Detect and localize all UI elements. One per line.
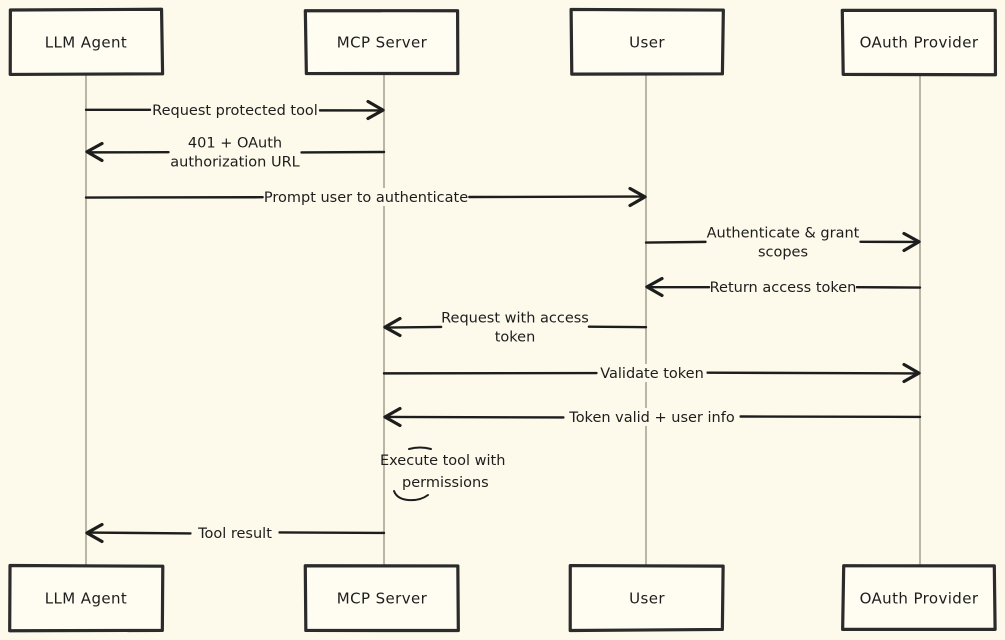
- message-label: Request with access: [441, 311, 589, 327]
- message-label-backdrop: [169, 152, 301, 171]
- message-label: Token valid + user info: [568, 410, 735, 426]
- message-label: Return access token: [710, 280, 857, 296]
- self-note-mcp[interactable]: Execute tool with permissions: [380, 446, 505, 502]
- message-label: scopes: [758, 245, 808, 261]
- message-arrowhead: [383, 406, 402, 428]
- message-shaft: [384, 325, 443, 329]
- participant-box-user-bottom[interactable]: User: [568, 563, 725, 633]
- message-label: 401 + OAuth: [188, 136, 282, 152]
- message-3-llm-to-user[interactable]: Prompt user to authenticate: [84, 186, 647, 208]
- participant-box-mcp-top[interactable]: MCP Server: [303, 9, 460, 76]
- message-label-backdrop: [564, 408, 740, 426]
- message-label-backdrop: [191, 133, 279, 152]
- participant-label-llm: LLM Agent: [45, 590, 127, 608]
- participant-label-oauth: OAuth Provider: [860, 590, 979, 608]
- message-7-mcp-to-oauth[interactable]: Validate token: [382, 362, 921, 384]
- message-shaft: [706, 371, 920, 375]
- message-label: Authenticate & grant: [707, 226, 860, 242]
- participant-boxes-top: LLM Agent MCP Server User OAuth Provider: [8, 7, 998, 77]
- message-arrowhead: [628, 186, 647, 208]
- message-shaft: [644, 240, 707, 244]
- message-label-backdrop: [191, 524, 279, 542]
- self-note-label: Execute tool with: [380, 453, 505, 469]
- message-arrowhead: [85, 141, 104, 163]
- message-5-oauth-to-user[interactable]: Return access token: [645, 276, 922, 298]
- message-label-backdrop: [263, 188, 469, 206]
- message-label: token: [495, 330, 536, 346]
- message-1-llm-to-mcp[interactable]: Request protected tool: [84, 99, 385, 121]
- message-4-user-to-oauth[interactable]: Authenticate & grant scopes: [644, 223, 921, 261]
- message-arrowhead: [383, 316, 402, 338]
- self-note-label: permissions: [402, 475, 489, 491]
- message-9-mcp-to-llm[interactable]: Tool result: [85, 522, 386, 544]
- self-note-mark-top: [408, 446, 432, 450]
- lifelines-layer: [85, 74, 921, 566]
- participant-label-llm: LLM Agent: [45, 34, 127, 52]
- message-label-backdrop: [757, 242, 809, 261]
- message-shaft: [384, 415, 565, 419]
- self-note-mark-bottom: [393, 490, 429, 502]
- message-label-backdrop: [710, 278, 856, 296]
- message-arrowhead: [645, 276, 664, 298]
- participant-label-user: User: [629, 34, 665, 52]
- message-arrowhead: [366, 99, 385, 121]
- message-arrowhead: [902, 362, 921, 384]
- participant-box-llm-bottom[interactable]: LLM Agent: [8, 563, 165, 633]
- participant-box-mcp-bottom[interactable]: MCP Server: [303, 564, 460, 633]
- message-arrowhead: [902, 231, 921, 253]
- message-shaft: [86, 531, 192, 535]
- participant-box-user-top[interactable]: User: [569, 7, 725, 76]
- message-label-backdrop: [442, 308, 588, 327]
- messages-layer: Request protected tool 401 + OAuth authori…: [84, 99, 922, 544]
- message-6-user-to-mcp[interactable]: Request with access token: [383, 308, 648, 346]
- message-label: Validate token: [600, 366, 704, 382]
- participant-label-mcp: MCP Server: [337, 590, 428, 608]
- participant-boxes-bottom: LLM Agent MCP Server User OAuth Provider: [8, 563, 997, 633]
- message-label-backdrop: [493, 327, 537, 346]
- participant-box-oauth-top[interactable]: OAuth Provider: [840, 8, 998, 77]
- message-label: Prompt user to authenticate: [264, 190, 468, 206]
- message-8-oauth-to-mcp[interactable]: Token valid + user info: [383, 406, 922, 428]
- participant-label-user: User: [629, 590, 665, 608]
- message-label: Tool result: [197, 526, 272, 542]
- participant-label-oauth: OAuth Provider: [860, 34, 979, 52]
- message-label: Request protected tool: [152, 103, 318, 119]
- message-2-mcp-to-llm[interactable]: 401 + OAuth authorization URL: [85, 133, 386, 171]
- message-label-backdrop: [706, 223, 860, 242]
- self-notes-layer: Execute tool with permissions: [380, 446, 505, 502]
- participant-box-oauth-bottom[interactable]: OAuth Provider: [841, 564, 997, 631]
- message-label-backdrop: [151, 101, 319, 119]
- message-label-backdrop: [597, 364, 707, 382]
- participant-label-mcp: MCP Server: [337, 34, 428, 52]
- message-label: authorization URL: [170, 155, 299, 171]
- participant-box-llm-top[interactable]: LLM Agent: [8, 7, 165, 77]
- message-arrowhead: [85, 522, 104, 544]
